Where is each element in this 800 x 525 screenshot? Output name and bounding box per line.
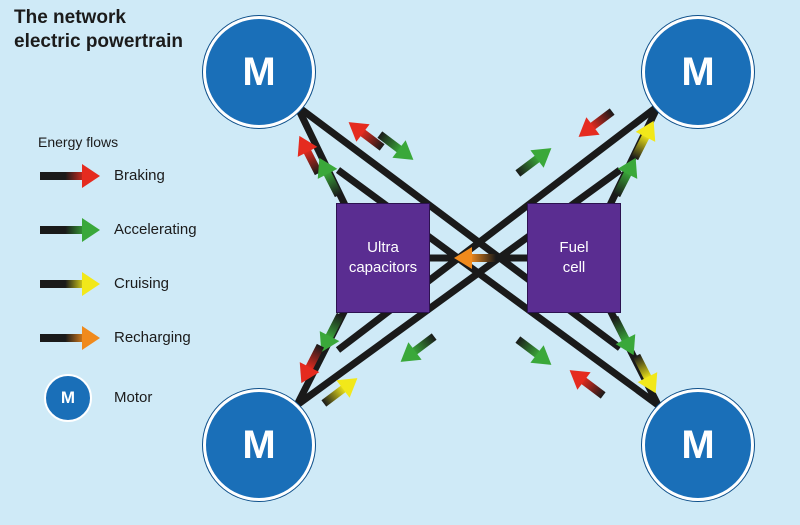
arrow-accelerating [611, 315, 636, 356]
arrow-braking [569, 370, 606, 399]
arrow-accelerating [377, 131, 414, 160]
legend-label-accelerating: Accelerating [114, 221, 197, 238]
legend-motor-symbol: M [60, 388, 76, 407]
arrow-cruising [633, 353, 658, 394]
recharging-arrow-icon [40, 326, 100, 350]
fuel-cell-label-line-1: Fuel [559, 239, 589, 256]
braking-arrow-icon [40, 164, 100, 188]
legend-label-motor: Motor [114, 389, 153, 406]
flow-arrows [297, 108, 658, 407]
legend-item-accelerating: Accelerating [40, 215, 220, 245]
motor-bottom-right: M [642, 389, 754, 501]
arrow-recharging [454, 247, 496, 269]
ultracapacitors-label-line-1: Ultra [367, 239, 399, 256]
legend-label-recharging: Recharging [114, 329, 191, 346]
motor-top-right: M [642, 16, 754, 128]
arrow-braking [297, 135, 322, 176]
legend-label-braking: Braking [114, 167, 165, 184]
title-line-1: The network [14, 7, 126, 28]
fuel-cell-box: Fuel cell [527, 203, 621, 313]
motor-symbol: M [242, 422, 276, 467]
arrow-braking [348, 122, 385, 151]
legend-item-recharging: Recharging [40, 323, 220, 353]
arrow-cruising [321, 378, 358, 407]
arrow-accelerating [319, 312, 344, 353]
ultracapacitors-label-line-2: capacitors [348, 259, 418, 276]
legend-title: Energy flows [38, 134, 119, 150]
legend-motor-icon: M [44, 374, 92, 422]
diagram-title: The network electric powertrain [14, 6, 214, 54]
accelerating-arrow-icon [40, 218, 100, 242]
legend-item-cruising: Cruising [40, 269, 220, 299]
legend-item-braking: Braking [40, 161, 220, 191]
motor-bottom-left: M [203, 389, 315, 501]
ultracapacitors-box: Ultra capacitors [336, 203, 430, 313]
cruising-arrow-icon [40, 272, 100, 296]
arrow-cruising [631, 120, 656, 161]
motor-symbol: M [681, 49, 715, 94]
arrow-accelerating [515, 148, 552, 177]
motor-symbol: M [681, 422, 715, 467]
motor-top-left: M [203, 16, 315, 128]
arrow-braking [299, 343, 324, 384]
arrow-braking [578, 108, 615, 137]
fuel-cell-label-line-2: cell [562, 259, 586, 276]
legend-label-cruising: Cruising [114, 275, 170, 292]
arrow-accelerating [515, 336, 552, 365]
arrow-accelerating [400, 333, 437, 362]
arrow-accelerating [613, 157, 638, 198]
title-line-2: electric powertrain [14, 31, 183, 52]
arrow-accelerating [317, 157, 342, 198]
motor-symbol: M [242, 49, 276, 94]
